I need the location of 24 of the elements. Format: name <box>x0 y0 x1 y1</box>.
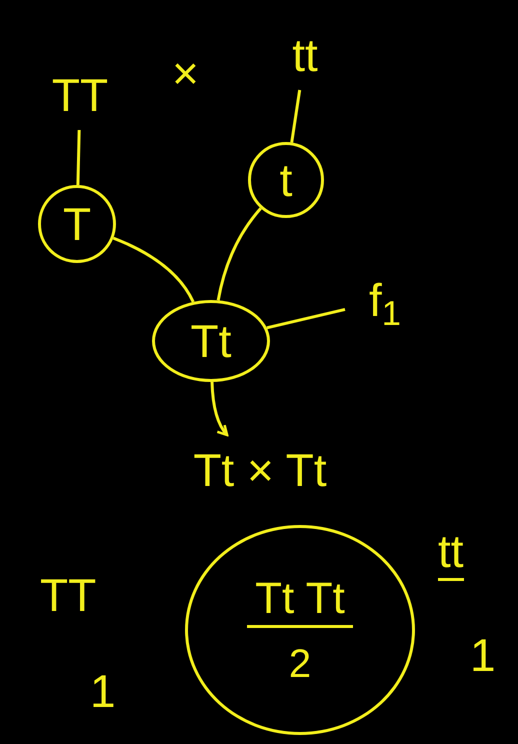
genotype-label: t <box>280 157 292 203</box>
genotype-label: T <box>62 201 92 247</box>
ratio-label: tt <box>438 528 464 581</box>
genotype-circle <box>185 525 415 735</box>
connector-line <box>76 130 81 186</box>
ratio-label: TT <box>40 572 96 618</box>
ratio-label: × <box>172 50 199 96</box>
genotype-circle <box>38 185 116 263</box>
connector-line <box>266 308 346 330</box>
arrow <box>210 382 228 436</box>
genotype-circle <box>152 300 270 382</box>
genotype-label: tt <box>292 32 318 78</box>
connector-line <box>216 207 262 301</box>
offspring-genotypes: Tt Tt <box>247 576 353 628</box>
genotype-circle <box>248 142 324 218</box>
connector-line <box>290 90 302 143</box>
ratio-label: 1 <box>90 668 116 714</box>
genotype-label: f$_{1}$ <box>369 277 401 323</box>
ratio-label: 1 <box>470 632 496 678</box>
genotype-label: TT <box>52 72 108 118</box>
genotype-label: Tt × Tt <box>193 447 327 493</box>
genotype-label: Tt <box>190 318 232 364</box>
connector-line <box>112 236 195 303</box>
ratio-number: 2 <box>288 644 312 684</box>
